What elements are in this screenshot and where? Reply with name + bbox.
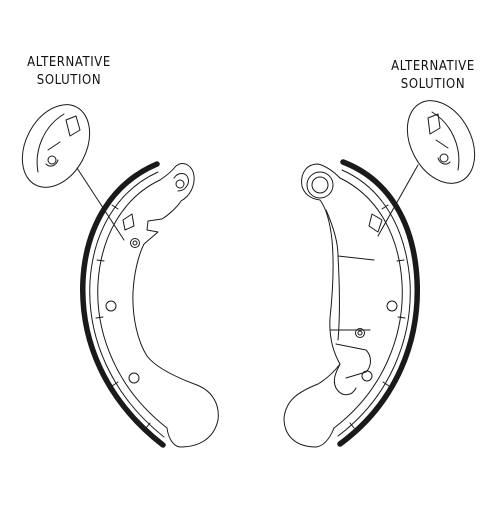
left-shoe-rim-outer (89, 171, 165, 438)
left-shoe-hole-lower (128, 372, 140, 384)
right-callout-leader (377, 164, 419, 237)
left-callout-bubble (21, 104, 91, 188)
left-callout (21, 104, 125, 241)
right-shoe-rim-inner (333, 177, 403, 429)
left-callout-leader (76, 167, 125, 241)
left-callout-label: ALTERNATIVE SOLUTION (10, 54, 128, 90)
left-shoe-rim-inner (97, 179, 168, 429)
left-shoe-rim-slot (122, 213, 135, 231)
right-shoe-hole-mid (386, 300, 398, 312)
right-shoe-cam-inner (311, 176, 329, 194)
right-callout-detail (427, 111, 460, 171)
right-shoe-web (283, 163, 341, 448)
left-callout-label-line2: SOLUTION (36, 73, 102, 88)
right-callout-label: ALTERNATIVE SOLUTION (374, 58, 492, 94)
right-callout-bubble (406, 100, 476, 184)
left-shoe-upper-lug (173, 173, 189, 192)
left-shoe-pin (130, 238, 140, 248)
right-shoe-rivet-ticks (349, 204, 406, 429)
left-brake-shoe (80, 161, 219, 448)
right-shoe-spring-pin-inner (357, 330, 363, 336)
right-shoe-rim-slot (368, 213, 383, 233)
right-callout-label-line2: SOLUTION (400, 77, 466, 92)
left-shoe-pin-inner (132, 240, 138, 246)
left-callout-detail (36, 113, 81, 173)
left-shoe-web (132, 163, 219, 448)
right-callout (377, 100, 476, 237)
left-callout-label-line1: ALTERNATIVE (27, 55, 111, 70)
right-shoe-stiffener (325, 209, 375, 396)
left-shoe-hole-mid (105, 300, 117, 312)
right-shoe-rim-outer (337, 169, 411, 437)
right-brake-shoe (283, 159, 421, 448)
right-shoe-hole-lower (361, 370, 373, 382)
right-callout-detail-hole (439, 153, 449, 163)
right-shoe-lining (337, 159, 421, 447)
left-shoe-rivet-ticks (95, 204, 151, 429)
right-shoe-spring-pin (355, 328, 365, 338)
left-shoe-lining (80, 161, 166, 448)
right-callout-label-line1: ALTERNATIVE (391, 59, 475, 74)
left-shoe-hole-upper (175, 179, 185, 189)
right-shoe-cam-outer (306, 171, 334, 199)
left-callout-detail-hole (47, 155, 57, 165)
